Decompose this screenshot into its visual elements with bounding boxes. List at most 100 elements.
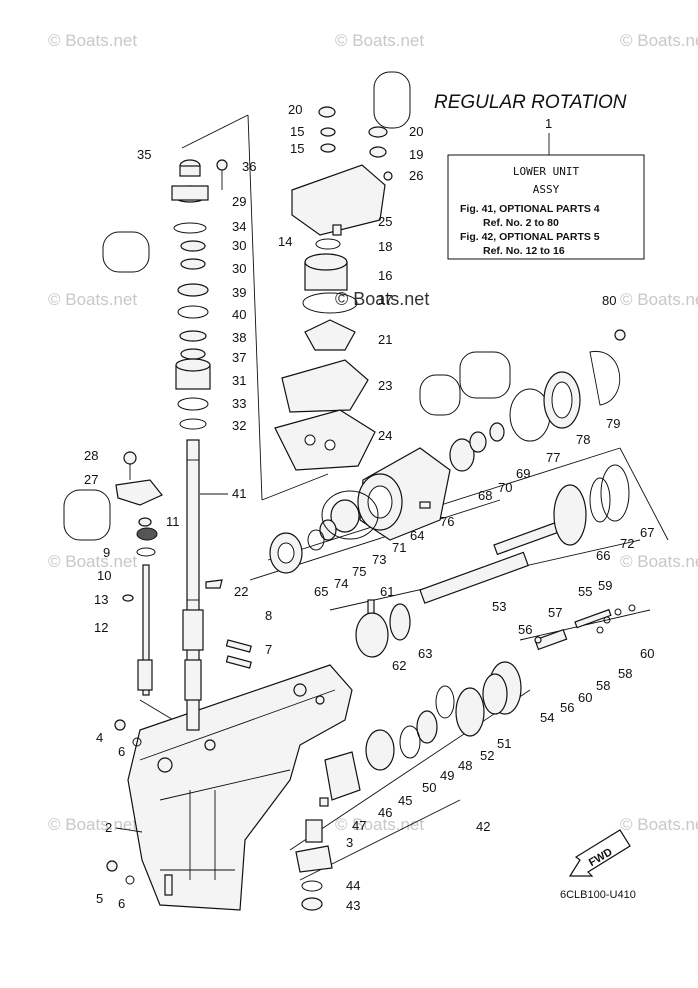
info-box-line1: LOWER UNIT	[513, 165, 580, 178]
callout-26: 26	[409, 168, 423, 183]
callout-39: 39	[232, 285, 246, 300]
callout-78: 78	[576, 432, 590, 447]
info-box-line6: Ref. No. 12 to 16	[483, 245, 565, 257]
callout-80: 80	[602, 293, 616, 308]
watermark: © Boats.net	[620, 290, 698, 309]
callout-73: 73	[372, 552, 386, 567]
watermark: © Boats.net	[620, 815, 698, 834]
callout-62: 62	[392, 658, 406, 673]
callout-9: 9	[103, 545, 110, 560]
callout-45: 45	[398, 793, 412, 808]
callout-20: 20	[288, 102, 302, 117]
callout-36: 36	[242, 159, 256, 174]
shift-rod	[137, 564, 153, 696]
callout-52: 52	[480, 748, 494, 763]
shift-linkage	[115, 451, 163, 557]
callout-14: 14	[278, 234, 292, 249]
callout-47: 47	[352, 818, 366, 833]
watermark: © Boats.net	[48, 552, 137, 571]
watermark: © Boats.net	[620, 552, 698, 571]
watermarks: © Boats.net © Boats.net © Boats.net © Bo…	[48, 31, 698, 834]
water-pump	[274, 106, 393, 471]
callout-6: 6	[118, 744, 125, 759]
callout-16: 16	[378, 268, 392, 283]
watermark-center: © Boats.net	[335, 289, 429, 309]
callout-3: 3	[346, 835, 353, 850]
callout-2: 2	[105, 820, 112, 835]
callout-6b: 6	[118, 896, 125, 911]
callout-41: 41	[232, 486, 246, 501]
callout-58b: 58	[596, 678, 610, 693]
callout-59: 59	[598, 578, 612, 593]
watermark: © Boats.net	[48, 815, 137, 834]
info-box: 1 LOWER UNIT ASSY Fig. 41, OPTIONAL PART…	[447, 116, 645, 260]
info-box-line4: Ref. No. 2 to 80	[483, 217, 559, 229]
detail-insets	[63, 71, 511, 541]
callout-8: 8	[265, 608, 272, 623]
callout-66: 66	[596, 548, 610, 563]
callout-75: 75	[352, 564, 366, 579]
callout-17: 17	[378, 292, 392, 307]
callout-55: 55	[578, 584, 592, 599]
callout-79: 79	[606, 416, 620, 431]
callout-48: 48	[458, 758, 472, 773]
callout-50: 50	[422, 780, 436, 795]
callout-67: 67	[640, 525, 654, 540]
callout-34: 34	[232, 219, 246, 234]
callout-21: 21	[378, 332, 392, 347]
callout-51: 51	[497, 736, 511, 751]
callout-28: 28	[84, 448, 98, 463]
callout-49: 49	[440, 768, 454, 783]
callout-57: 57	[548, 605, 562, 620]
callout-72: 72	[620, 536, 634, 551]
callout-30b: 30	[232, 261, 246, 276]
callout-46: 46	[378, 805, 392, 820]
callout-60: 60	[640, 646, 654, 661]
callout-7: 7	[265, 642, 272, 657]
callout-4: 4	[96, 730, 103, 745]
callout-15: 15	[290, 124, 304, 139]
watermark: © Boats.net	[620, 31, 698, 50]
callout-38: 38	[232, 330, 246, 345]
callout-20b: 20	[409, 124, 423, 139]
callout-30: 30	[232, 238, 246, 253]
diagram-code: 6CLB100-U410	[560, 889, 636, 901]
callout-68: 68	[478, 488, 492, 503]
callout-27: 27	[84, 472, 98, 487]
callout-76: 76	[440, 514, 454, 529]
callout-23: 23	[378, 378, 392, 393]
callout-31: 31	[232, 373, 246, 388]
callout-12: 12	[94, 620, 108, 635]
callout-42: 42	[476, 819, 490, 834]
callout-24: 24	[378, 428, 392, 443]
callout-60b: 60	[578, 690, 592, 705]
callout-53: 53	[492, 599, 506, 614]
callouts: 2 3 4 5 6 6 7 8 9 10 11 12 13 14 15 15 1…	[84, 102, 654, 913]
callout-33: 33	[232, 396, 246, 411]
callout-65: 65	[314, 584, 328, 599]
info-box-line2: ASSY	[533, 183, 560, 196]
small-parts	[106, 501, 431, 885]
callout-74: 74	[334, 576, 348, 591]
callout-15b: 15	[290, 141, 304, 156]
watermark: © Boats.net	[335, 31, 424, 50]
callout-29: 29	[232, 194, 246, 209]
callout-18: 18	[378, 239, 392, 254]
callout-32: 32	[232, 418, 246, 433]
callout-22: 22	[234, 584, 248, 599]
lower-unit-housing	[127, 664, 353, 911]
callout-5: 5	[96, 891, 103, 906]
callout-10: 10	[97, 568, 111, 583]
callout-71: 71	[392, 540, 406, 555]
callout-64: 64	[410, 528, 424, 543]
callout-56: 56	[518, 622, 532, 637]
callout-19: 19	[409, 147, 423, 162]
callout-44: 44	[346, 878, 360, 893]
callout-63: 63	[418, 646, 432, 661]
drive-shaft	[182, 439, 204, 731]
callout-35: 35	[137, 147, 151, 162]
callout-13: 13	[94, 592, 108, 607]
watermark: © Boats.net	[48, 290, 137, 309]
callout-11: 11	[166, 514, 180, 529]
